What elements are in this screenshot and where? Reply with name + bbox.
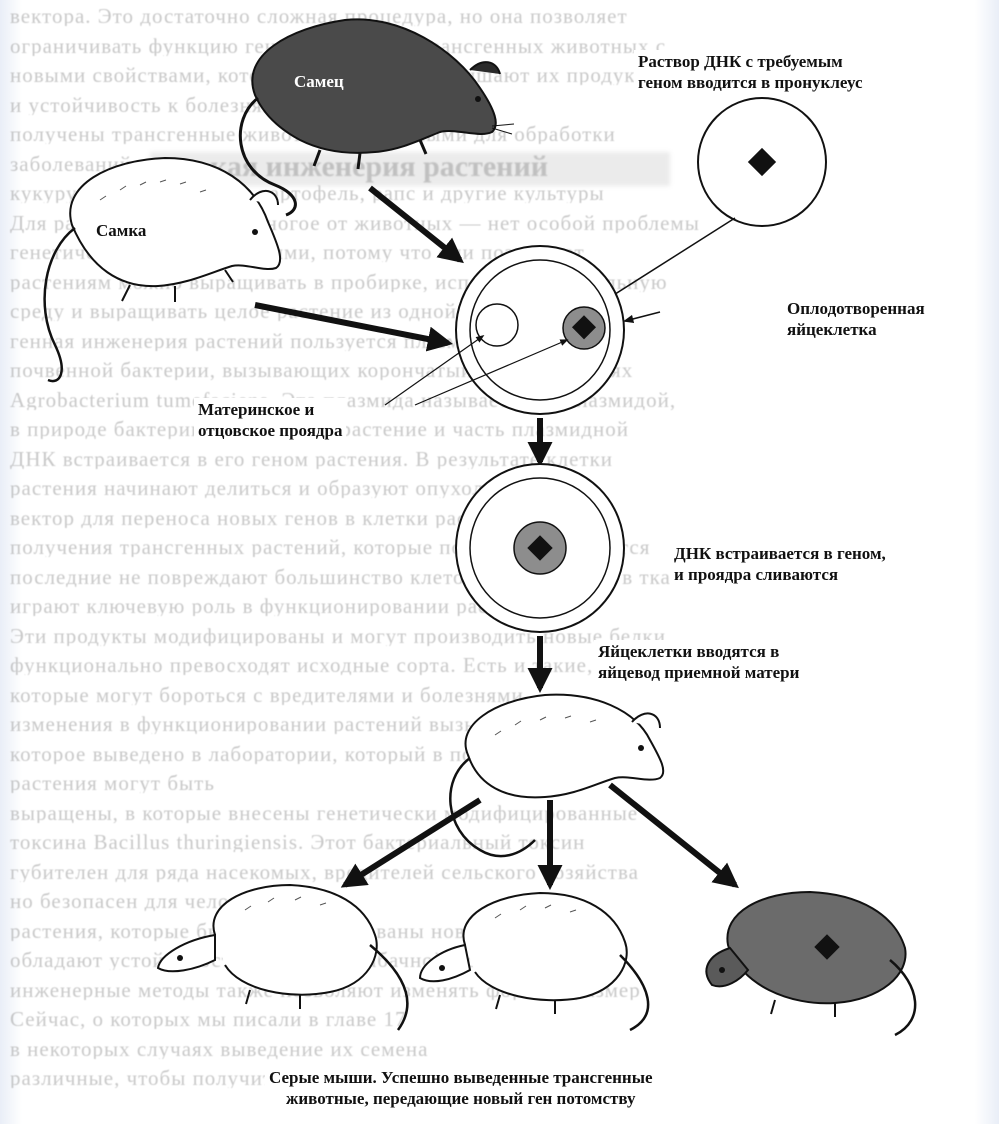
foster-mother-mouse-icon <box>450 695 663 856</box>
pronuclei-label-line1: Материнское и <box>198 399 342 420</box>
dna-solution-label-line2: геном вводится в пронуклеус <box>638 72 863 93</box>
female-label-text: Самка <box>96 220 146 241</box>
dna-solution-label-line1: Раствор ДНК с требуемым <box>638 51 863 72</box>
maternal-pronucleus <box>476 304 518 346</box>
arrow-to-offspring-right <box>610 785 735 885</box>
arrow-female-to-egg <box>255 305 448 343</box>
fertilized-egg <box>456 246 624 414</box>
dna-solution-label: Раствор ДНК с требуемым геном вводится в… <box>634 50 867 94</box>
fertilized-egg-label: Оплодотворенная яйцеклетка <box>783 297 929 341</box>
female-mouse-icon <box>45 158 281 381</box>
offspring-mouse-left-icon <box>158 885 407 1030</box>
arrow-to-offspring-left <box>345 800 480 885</box>
pronuclei-label-line2: отцовское проядра <box>198 420 342 441</box>
transfer-label-line1: Яйцеклетки вводятся в <box>598 641 799 662</box>
arrow-fertilized-label <box>625 312 660 321</box>
male-label: Самец <box>290 70 348 93</box>
male-label-text: Самец <box>294 71 344 92</box>
fertilized-egg-label-line2: яйцеклетка <box>787 319 925 340</box>
offspring-mouse-middle-icon <box>420 893 648 1030</box>
male-mouse-icon <box>240 19 514 215</box>
integration-label-line2: и проядра сливаются <box>674 564 886 585</box>
transgenic-mouse-right-icon <box>706 892 915 1035</box>
result-caption: Серые мыши. Успешно выведенные трансгенн… <box>265 1066 657 1110</box>
transfer-label-line2: яйцевод приемной матери <box>598 662 799 683</box>
pronuclei-label: Материнское и отцовское проядра <box>194 398 346 442</box>
female-label: Самка <box>92 219 150 242</box>
result-caption-line1: Серые мыши. Успешно выведенные трансгенн… <box>269 1067 653 1088</box>
result-caption-line2: животные, передающие новый ген потомству <box>269 1088 653 1109</box>
integrated-egg <box>456 464 624 632</box>
transfer-label: Яйцеклетки вводятся в яйцевод приемной м… <box>594 640 803 684</box>
dna-solution-cell <box>698 98 826 226</box>
integration-label: ДНК встраивается в геном, и проядра слив… <box>670 542 890 586</box>
fertilized-egg-label-line1: Оплодотворенная <box>787 298 925 319</box>
arrow-male-to-egg <box>370 188 460 260</box>
integration-label-line1: ДНК встраивается в геном, <box>674 543 886 564</box>
